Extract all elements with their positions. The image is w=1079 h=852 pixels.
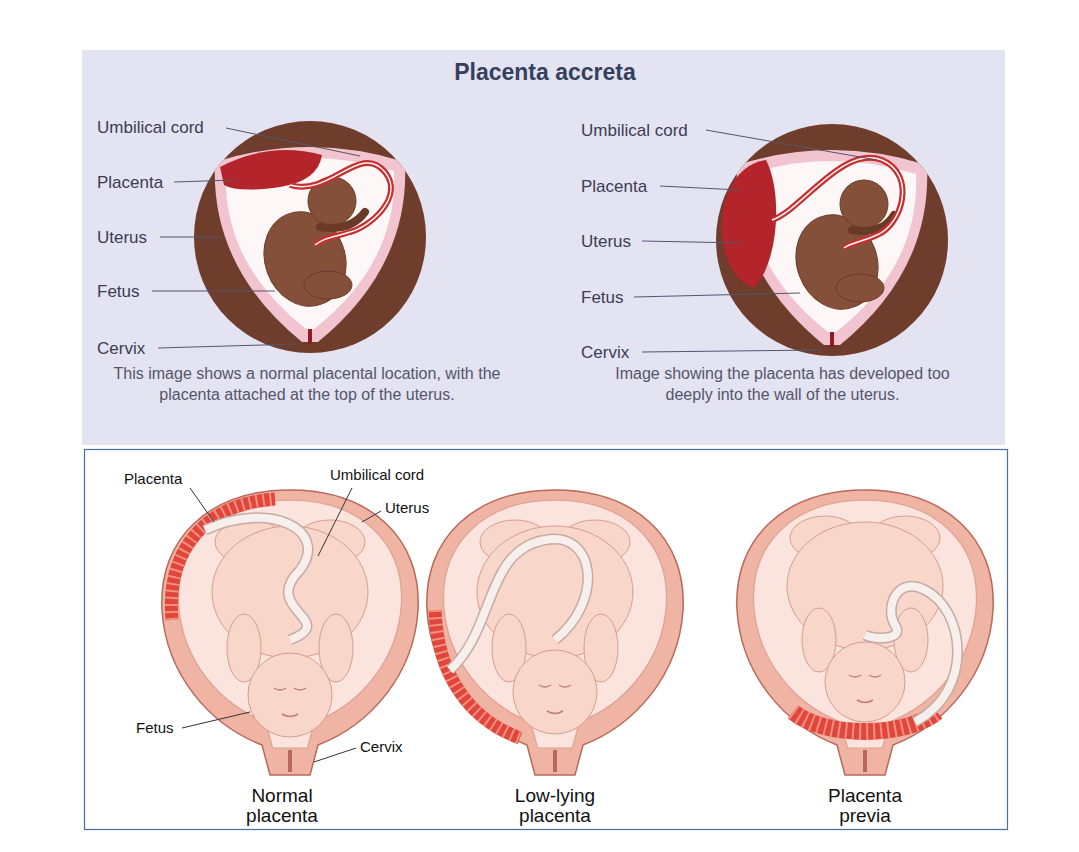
normal-uterus-circle [194,121,426,353]
bottom-panel [85,450,1008,830]
part-label: Uterus [581,232,631,252]
caption-text: Placenta previa [805,786,925,826]
accreta-uterus-circle [716,124,948,356]
leader-line [182,488,381,762]
leader-line [158,344,298,348]
part-label: Placenta [581,177,647,197]
normal-uterus-circle [194,121,426,353]
normal-uterus-circle [215,147,406,345]
low-lying-placenta-uterus [513,650,597,734]
low-lying-placenta-uterus [427,490,683,775]
accreta-uterus-circle [722,160,777,288]
placenta-previa-uterus [737,490,993,775]
normal-placenta-uterus [178,500,401,748]
leader-line [706,130,877,160]
placenta-previa-uterus [865,586,958,722]
part-label: Placenta [124,470,182,487]
normal-uterus-circle [290,163,391,245]
leader-line [318,488,352,556]
caption-text: Normal placenta [222,786,342,826]
leader-line [314,748,356,762]
accreta-uterus-circle [716,124,948,356]
low-lying-placenta-uterus [553,750,557,772]
leader-line [152,291,275,292]
part-label: Cervix [360,738,403,755]
low-lying-placenta-uterus [539,685,571,714]
caption-text: Low-lying placenta [495,786,615,826]
leader-line [160,237,222,238]
normal-uterus-circle [290,163,391,245]
title: Placenta accreta [345,59,745,86]
leader-line [152,128,877,352]
leader-line [642,241,742,243]
leader-line [226,128,360,156]
normal-placenta-uterus [205,518,308,640]
part-label: Umbilical cord [581,121,688,141]
part-label: Cervix [97,339,145,359]
top-panel [82,50,1005,445]
normal-uterus-circle [320,212,365,228]
leader-line [660,186,740,190]
normal-placenta-uterus [162,490,418,775]
accreta-uterus-circle [772,158,903,248]
leader-line [190,488,214,522]
part-label: Cervix [581,343,629,363]
normal-placenta-uterus [274,688,306,717]
normal-uterus-circle [304,271,352,299]
part-label: Uterus [97,228,147,248]
normal-placenta-uterus [205,518,308,640]
low-lying-placenta-uterus [450,539,588,670]
accreta-uterus-circle [722,150,928,348]
placenta-previa-uterus [753,500,976,748]
part-label: Umbilical cord [97,118,204,138]
part-label: Fetus [97,282,140,302]
part-label: Fetus [136,719,174,736]
part-label: Fetus [581,288,624,308]
placenta-previa-uterus [849,675,881,703]
placenta-previa-uterus [825,642,905,722]
part-label: Uterus [385,499,429,516]
low-lying-placenta-uterus [450,539,588,670]
placenta-previa-uterus [737,490,993,775]
accreta-uterus-circle [836,274,884,302]
caption-text: This image shows a normal placental loca… [112,364,502,406]
accreta-uterus-circle [772,158,903,248]
normal-uterus-circle [215,147,406,342]
normal-placenta-uterus [162,490,418,775]
accreta-uterus-circle [840,180,888,228]
placenta-previa-uterus [865,586,958,722]
part-label: Placenta [97,173,163,193]
normal-uterus-circle [308,329,312,345]
leader-line [182,712,250,728]
leader-line [362,511,381,522]
normal-placenta-uterus [288,750,292,772]
leader-line [642,350,820,352]
part-label: Umbilical cord [330,466,424,483]
placenta-previa-uterus [863,750,867,772]
low-lying-placenta-uterus [427,490,683,775]
accreta-uterus-circle [830,332,834,348]
caption-text: Image showing the placenta has developed… [595,364,970,406]
normal-placenta-uterus [248,653,332,737]
leader-line [174,180,236,182]
leader-line [634,293,800,297]
